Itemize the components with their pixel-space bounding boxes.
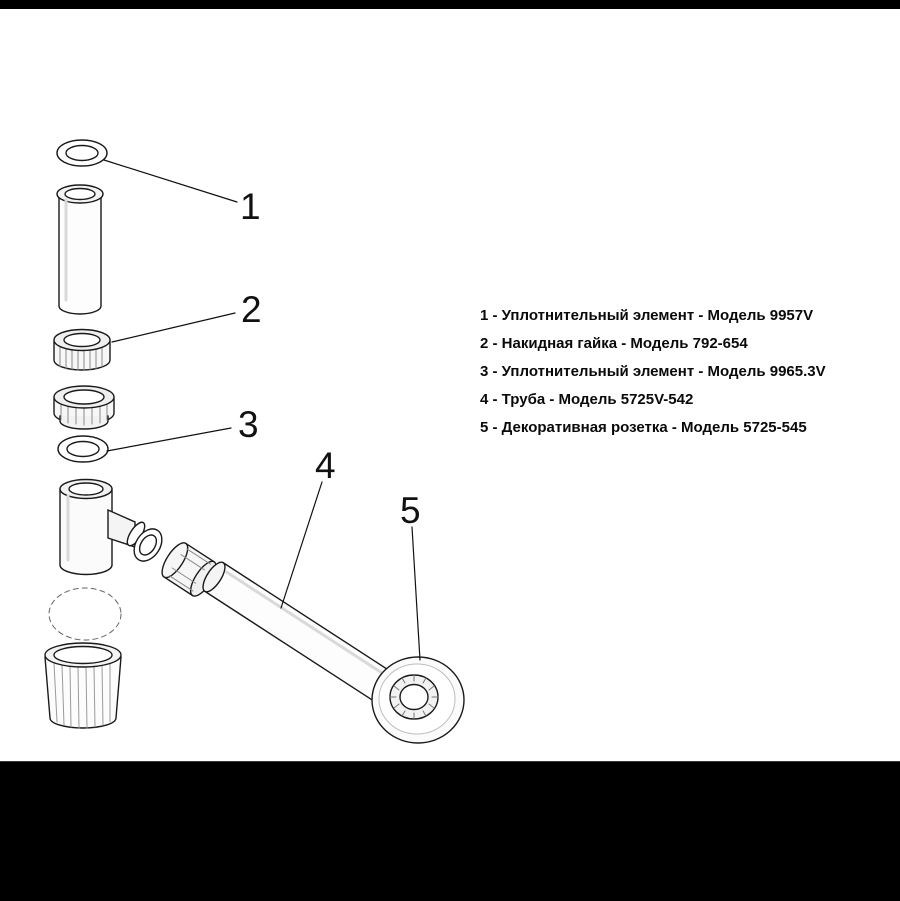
parts-list-item-5: 5 - Декоративная розетка - Модель 5725-5…	[480, 419, 807, 436]
leader-line-3	[106, 427, 232, 452]
seal-ring-1-drawing	[56, 139, 108, 167]
strainer-cup-drawing	[44, 642, 122, 729]
callout-4: 4	[315, 445, 336, 486]
callout-2: 2	[241, 289, 262, 330]
seal-ring-3-drawing	[57, 435, 109, 463]
cap-nut-2-drawing	[53, 328, 111, 371]
phantom-seal-drawing	[48, 587, 122, 641]
parts-list-item-4: 4 - Труба - Модель 5725V-542	[480, 391, 694, 408]
callout-1: 1	[240, 186, 261, 227]
rosette-5-drawing	[371, 656, 465, 744]
leader-line-4	[280, 481, 323, 609]
parts-list-item-3: 3 - Уплотнительный элемент - Модель 9965…	[480, 363, 826, 380]
parts-list: 1 - Уплотнительный элемент - Модель 9957…	[480, 302, 826, 442]
bottom-letterbox-bar	[0, 761, 900, 901]
tee-body-drawing	[59, 478, 146, 576]
callout-5: 5	[400, 490, 421, 531]
branch-gasket-drawing	[133, 528, 163, 562]
parts-list-item-2: 2 - Накидная гайка - Модель 792-654	[480, 335, 748, 352]
diagonal-tube-drawing	[202, 561, 399, 705]
lower-nut-drawing	[53, 385, 115, 430]
parts-list-item-1: 1 - Уплотнительный элемент - Модель 9957…	[480, 307, 814, 324]
leader-line-5	[411, 526, 421, 661]
leader-line-2	[111, 312, 236, 343]
callout-3: 3	[238, 404, 259, 445]
vertical-tube-drawing	[56, 184, 104, 315]
leader-line-1	[103, 159, 238, 203]
top-letterbox-bar	[0, 0, 900, 9]
